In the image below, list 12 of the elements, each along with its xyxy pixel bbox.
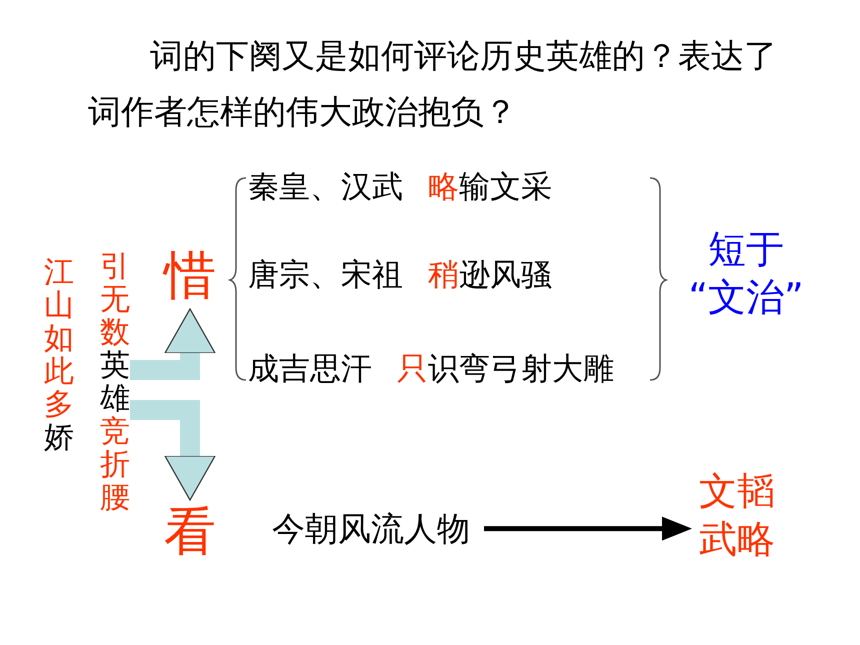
title: 词的下阕又是如何评论历史英雄的？表达了词作者怎样的伟大政治抱负？	[88, 35, 778, 133]
vertical-text: 引无数英雄竞折腰	[100, 250, 130, 514]
text-label: 秦皇、汉武 略输文采	[248, 168, 552, 207]
text-label: 唐宗、宋祖 稍逊风骚	[248, 256, 552, 295]
arrow	[484, 516, 692, 541]
heading-character: 惜	[164, 244, 216, 309]
heading-character: 看	[164, 500, 216, 565]
text-label: 今朝风流人物	[272, 508, 470, 550]
text-label: 成吉思汗 只识弯弓射大雕	[248, 350, 614, 389]
text-label: 短于“文治”	[676, 226, 816, 321]
vertical-text: 江山如此多娇	[44, 256, 74, 454]
text-label: 文韬武略	[692, 468, 782, 563]
